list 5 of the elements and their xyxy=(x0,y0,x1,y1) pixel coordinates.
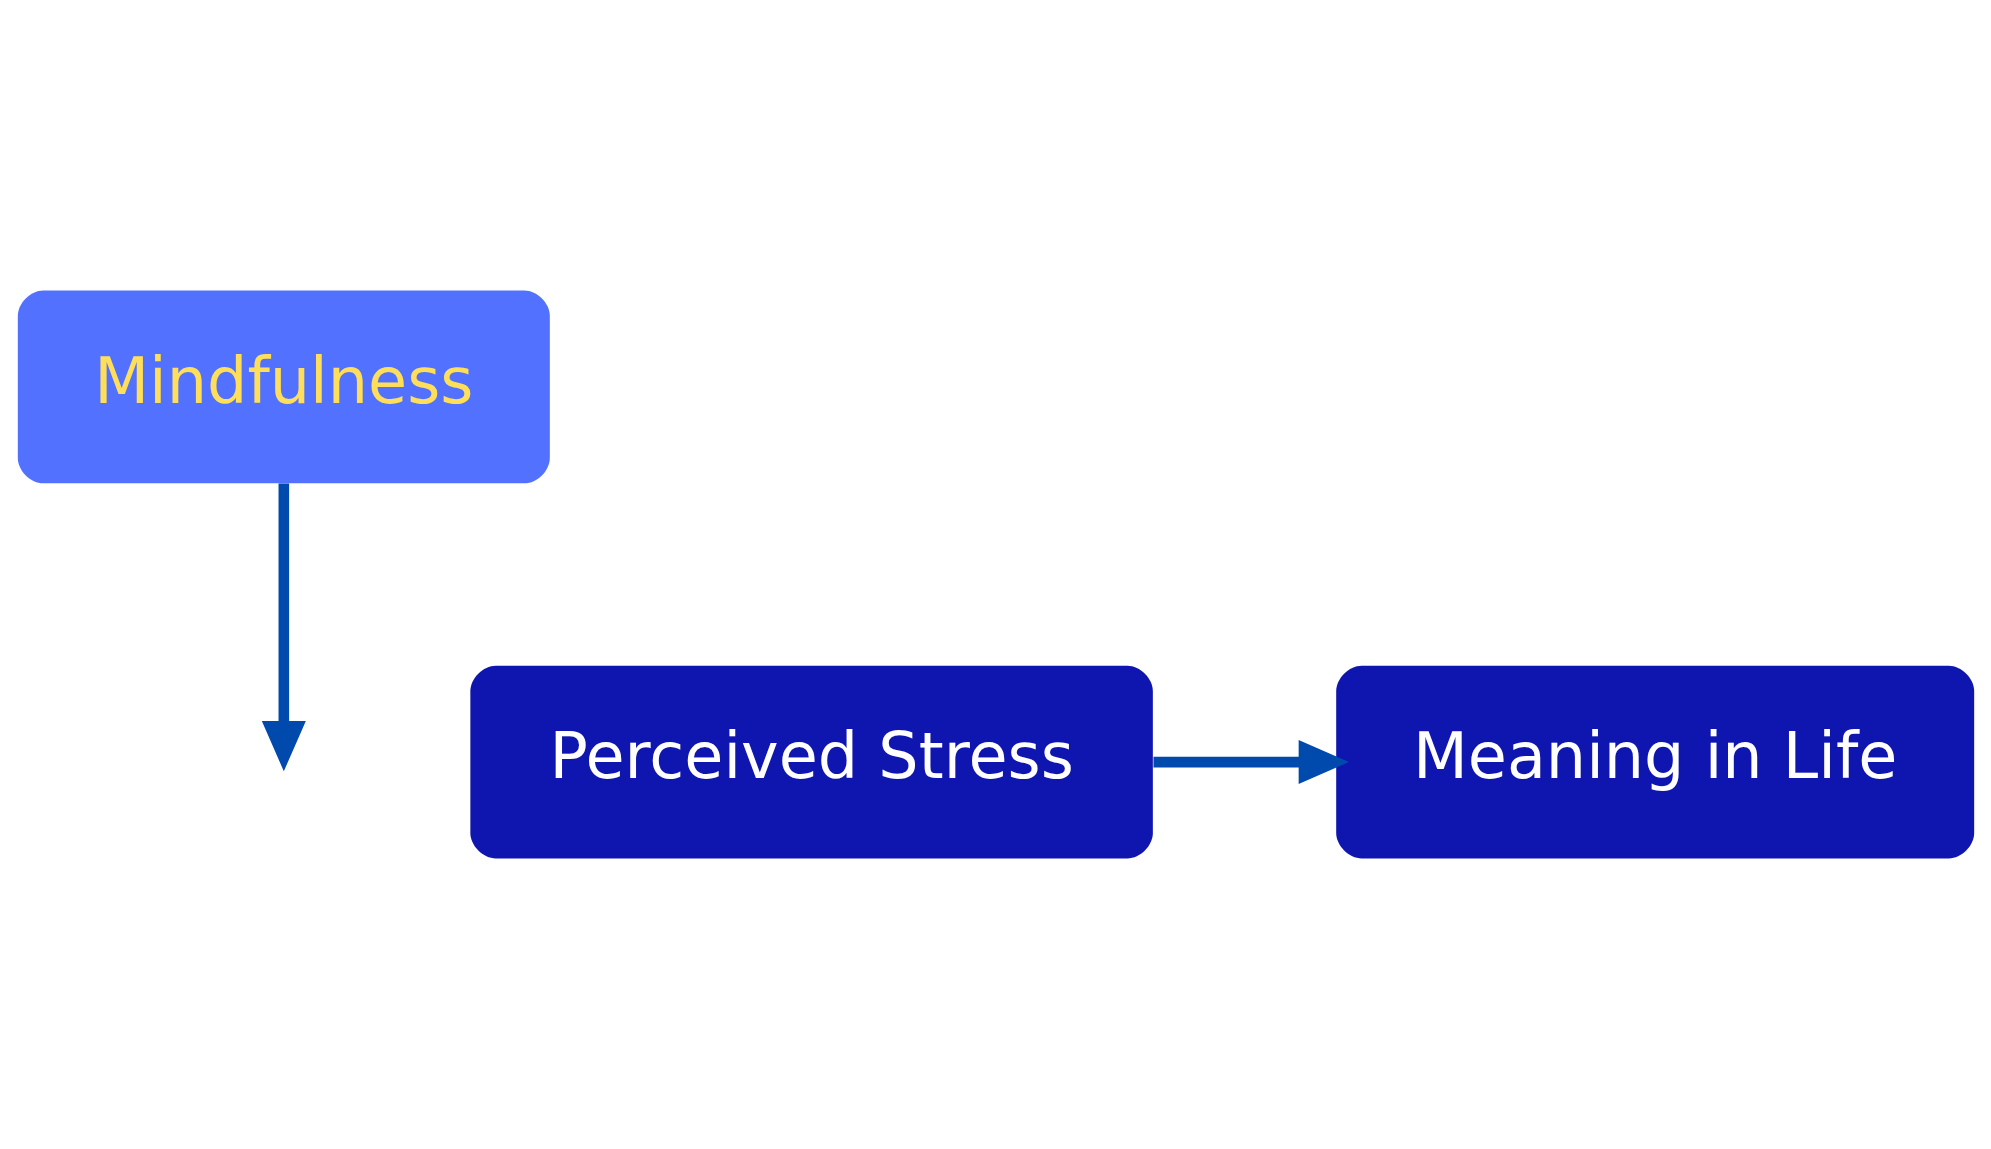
node-box: Meaning in Life xyxy=(1335,665,1974,859)
node-box: Mindfulness xyxy=(17,290,550,484)
arrow xyxy=(1153,740,1349,785)
node-box: Perceived Stress xyxy=(469,665,1153,859)
arrow xyxy=(261,483,306,772)
